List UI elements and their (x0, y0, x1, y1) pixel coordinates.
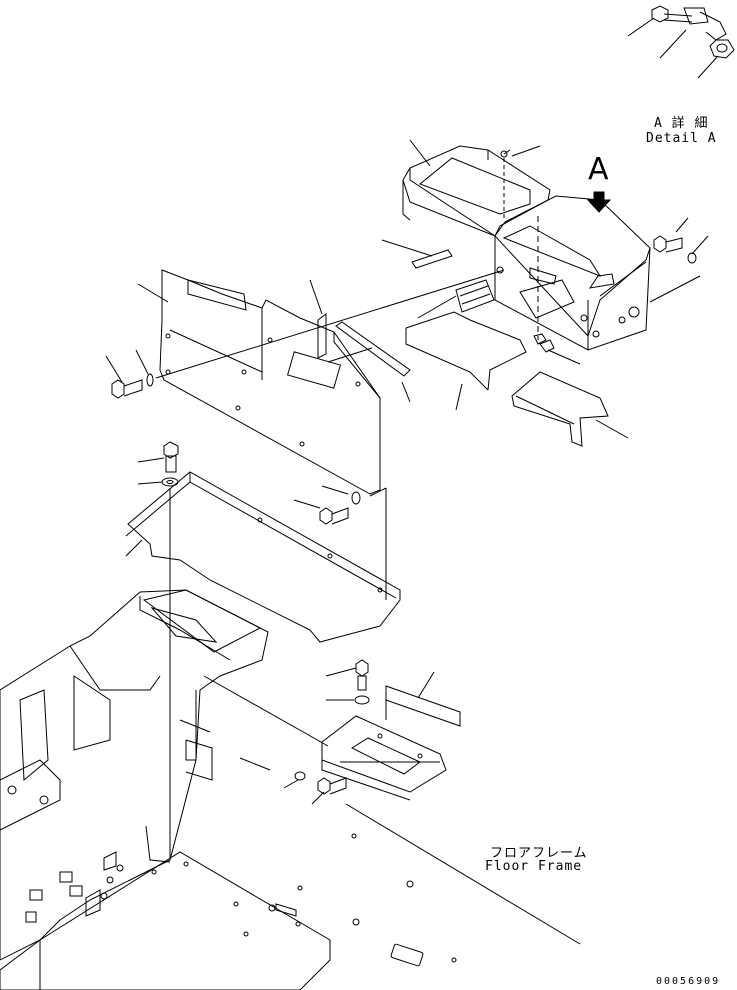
left-panel-plate (160, 270, 410, 494)
floor-frame-label-jp: フロアフレーム (490, 846, 588, 861)
left-bolt-washer (112, 270, 504, 398)
small-strips (412, 250, 494, 312)
detail-a-label-en: Detail A (646, 131, 717, 146)
upper-box-cover (403, 146, 650, 352)
floor-plate (126, 472, 400, 642)
lower-floor-plate (0, 834, 456, 990)
right-bracket (295, 660, 460, 800)
detail-a-hardware (628, 6, 734, 78)
floor-frame-structure (0, 590, 268, 960)
detail-a-label-jp: A 詳 細 (654, 116, 709, 131)
floor-frame-label-en: Floor Frame (485, 859, 583, 874)
right-bolt-washer (654, 236, 696, 263)
leader-lines (106, 140, 708, 944)
lower-cover-panels (406, 312, 608, 446)
document-number: 00056909 (656, 976, 721, 987)
middle-bolt-set (162, 442, 386, 860)
view-letter-a: A (588, 152, 609, 187)
